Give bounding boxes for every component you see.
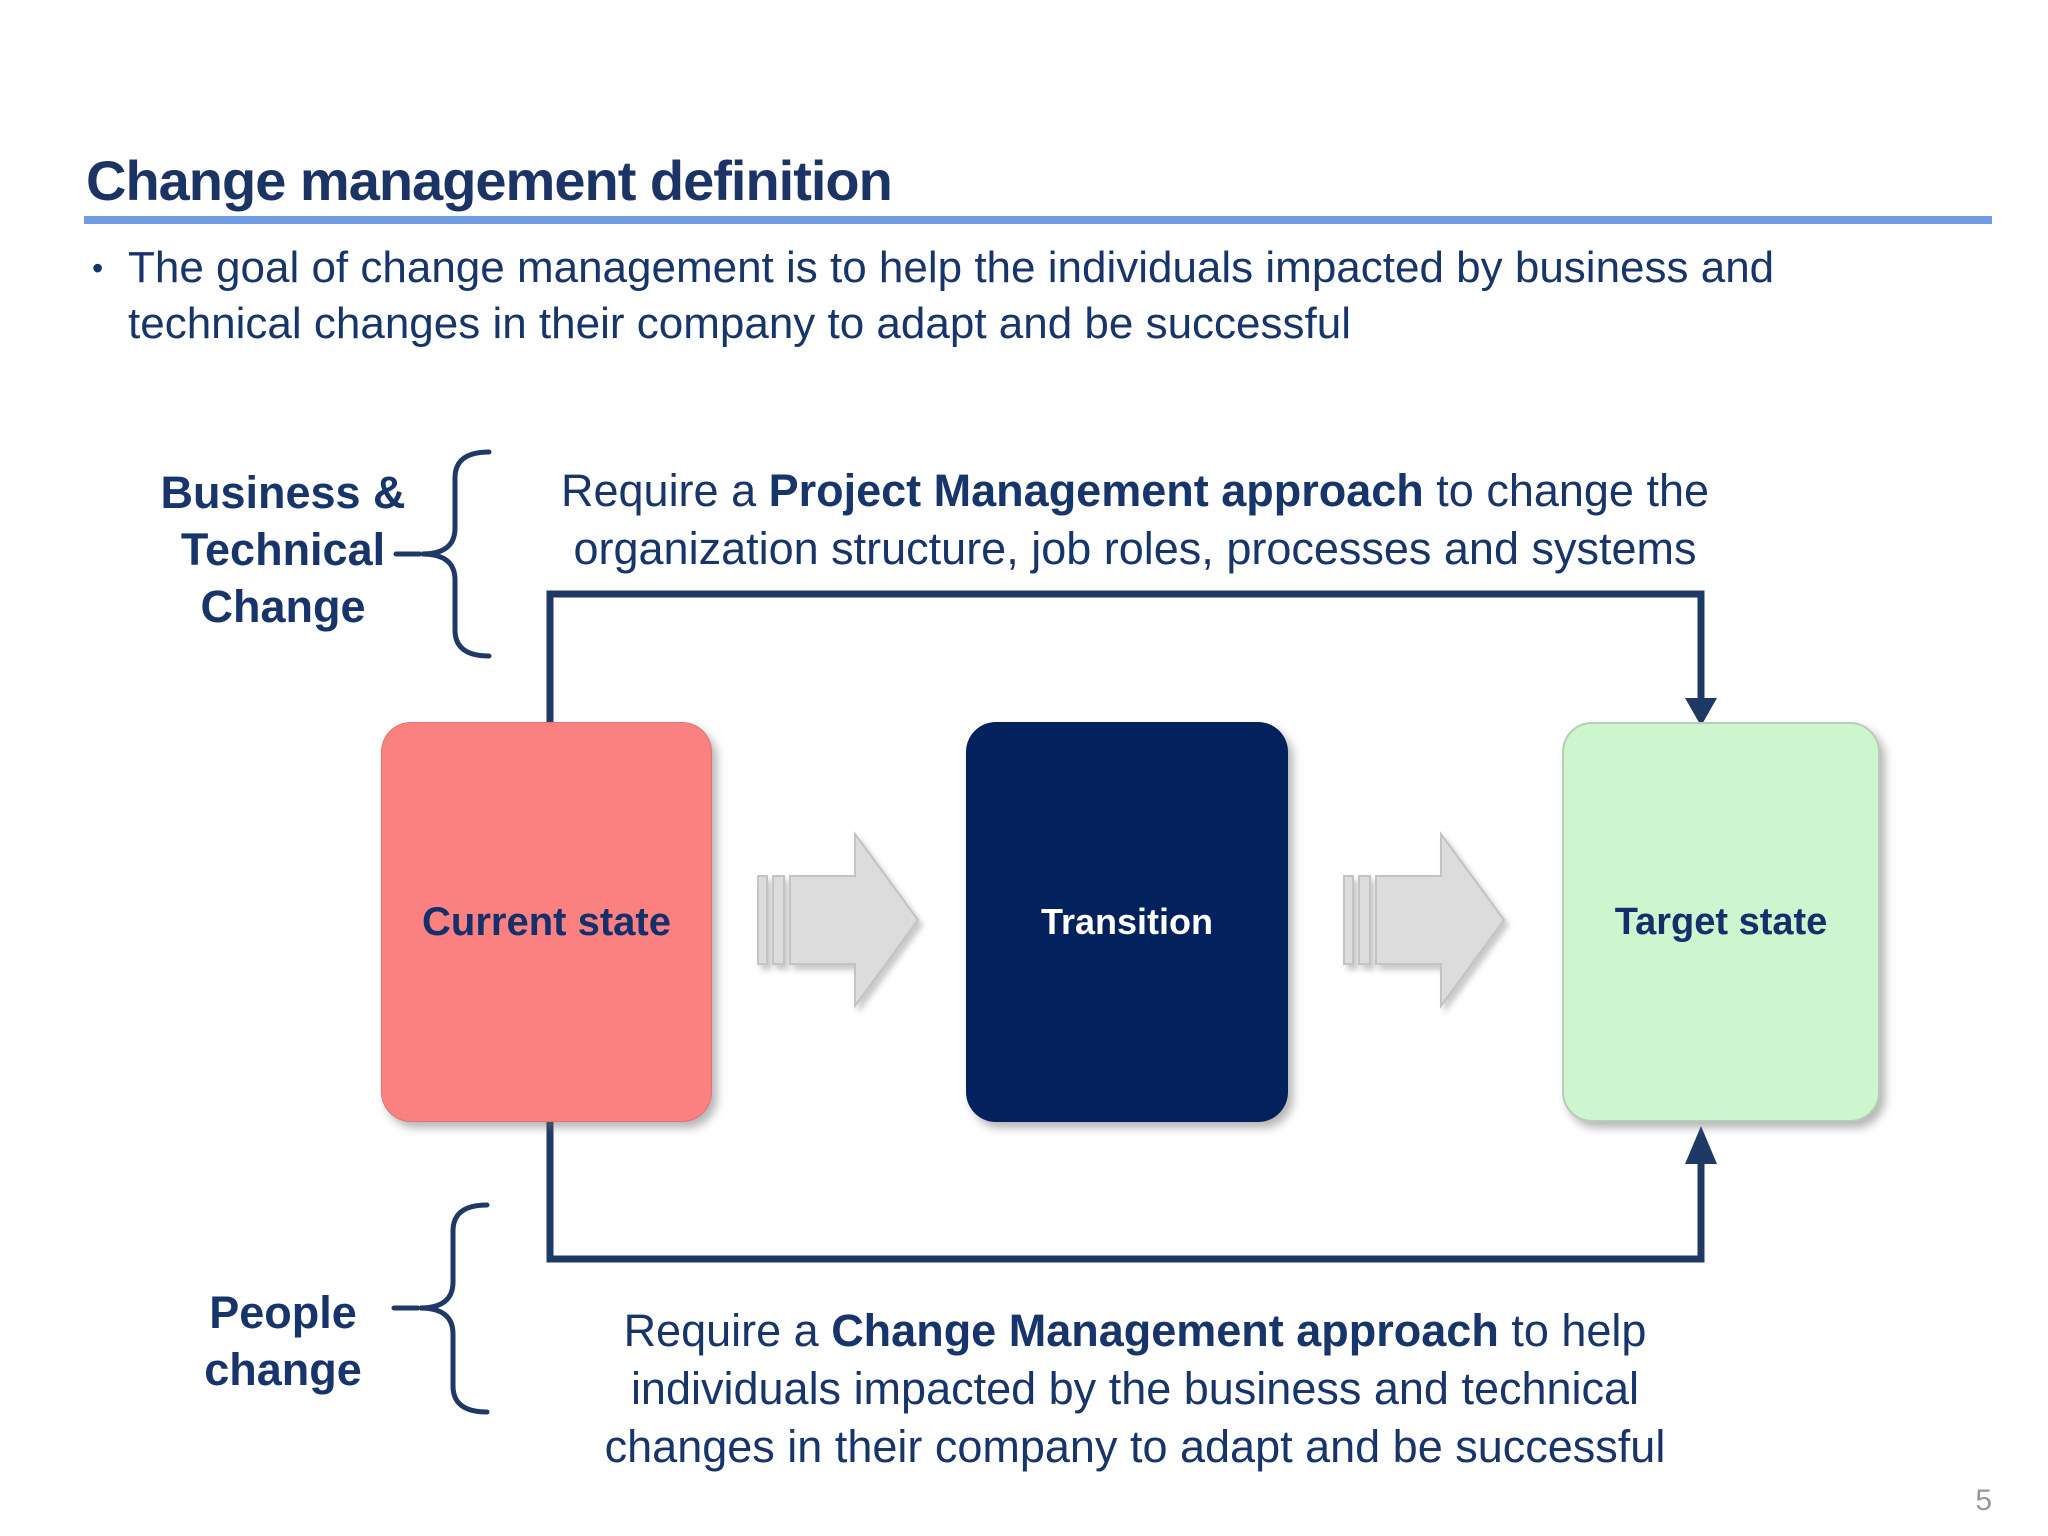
annotation-suffix: to help individuals impacted by the busi… [604,1305,1666,1472]
down-arrowhead-icon [1685,698,1717,726]
transition-label: Transition [1040,901,1214,942]
label-line: People [209,1287,357,1338]
top-connector-arrow [546,590,1717,726]
label-line: Change [200,581,366,632]
transition-box: Transition [966,722,1288,1122]
label-line: Business & [160,467,406,518]
annotation-bold: Change Management approach [831,1305,1499,1356]
page-number: 5 [1975,1484,1992,1517]
change-management-annotation: Require a Change Management approach to … [555,1302,1715,1476]
up-arrowhead-icon [1685,1126,1717,1164]
label-line: Technical [180,524,386,575]
annotation-bold: Project Management approach [768,465,1424,516]
intro-bullet: • The goal of change management is to he… [92,240,1892,352]
intro-bullet-text: The goal of change management is to help… [128,243,1775,348]
label-line: change [204,1344,362,1395]
striped-arrow-icon [757,830,920,1010]
label-business-technical-change: Business & Technical Change [116,464,450,635]
current-state-box: Current state [381,722,712,1122]
target-state-box: Target state [1562,722,1880,1122]
top-curly-brace-icon [393,449,492,659]
bottom-connector-arrow [546,1118,1717,1263]
annotation-prefix: Require a [560,465,769,516]
current-state-label: Current state [422,899,671,944]
bottom-curly-brace-icon [391,1202,490,1415]
page-title: Change management definition [86,149,893,212]
title-underline-rule [84,216,1992,224]
label-people-change: People change [116,1284,450,1398]
annotation-prefix: Require a [623,1305,832,1356]
target-state-label: Target state [1614,900,1828,943]
annotation-suffix: to change the organization structure, jo… [573,465,1710,574]
striped-arrow-icon [1343,830,1506,1010]
bullet-marker: • [92,250,104,286]
project-management-annotation: Require a Project Management approach to… [505,462,1765,578]
